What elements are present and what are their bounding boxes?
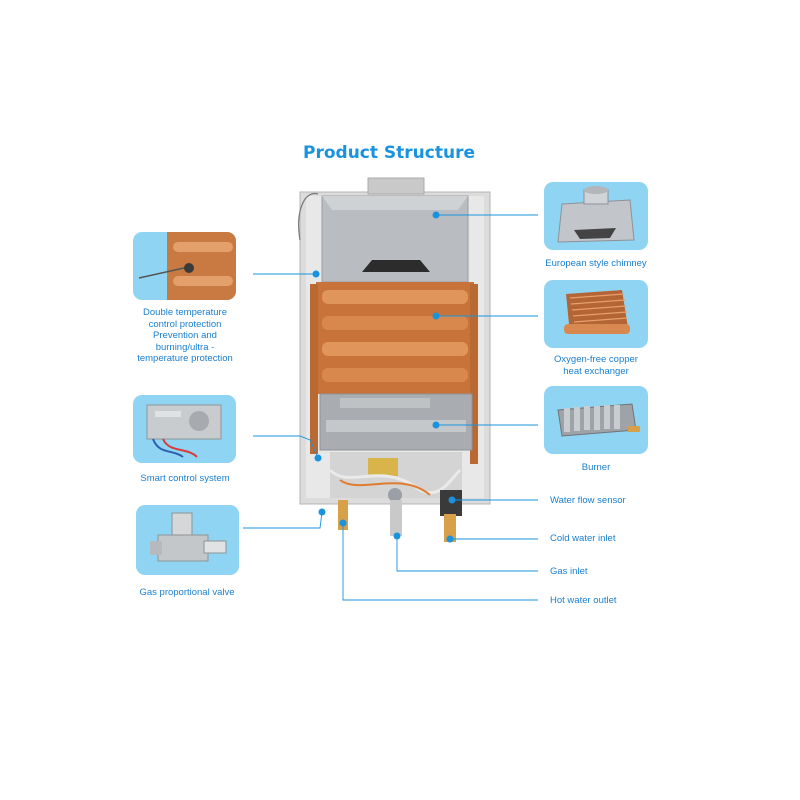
water-flow-sensor-label: Water flow sensor [550,495,626,506]
marker-thermostat [312,270,320,278]
heat-exchanger-label: Oxygen-free copper heat exchanger [554,354,638,377]
heat-exchanger-card [544,280,648,348]
burner-label: Burner [581,462,611,473]
gas-inlet-label: Gas inlet [550,566,588,577]
gas-valve-label: Gas proportional valve [139,587,235,598]
thermostat-card [133,232,236,300]
thermostat-image [138,232,236,300]
marker-water-flow-sensor [448,496,456,504]
marker-gas-valve [318,508,326,516]
chimney-collar [367,177,425,195]
smart-control-label: Smart control system [140,473,230,484]
marker-chimney [432,211,440,219]
cold-water-inlet-label: Cold water inlet [550,533,616,544]
smart-control-image [146,404,222,458]
gas-inlet-pipe [390,500,402,536]
marker-burner [432,421,440,429]
marker-cold-water-inlet [446,535,454,543]
gas-valve-card [136,505,239,575]
chimney-image [557,186,635,243]
smart-control-card [133,395,236,463]
heat-exchanger-image [564,290,630,334]
marker-hot-water-outlet [339,519,347,527]
gas-valve-image [150,512,227,562]
marker-heat-exchanger [432,312,440,320]
hot-water-outlet-label: Hot water outlet [550,595,617,606]
thermostat-label: Double temperature control protection Pr… [137,307,233,364]
marker-gas-inlet [393,532,401,540]
cold-water-inlet-pipe [444,514,456,542]
burner-card [544,386,648,454]
page-title: Product Structure [303,143,475,163]
marker-smart-control [314,454,322,462]
chimney-label: European style chimney [545,258,647,269]
burner-image [557,403,640,437]
hot-water-outlet-pipe [338,500,348,530]
chimney-card [544,182,648,250]
